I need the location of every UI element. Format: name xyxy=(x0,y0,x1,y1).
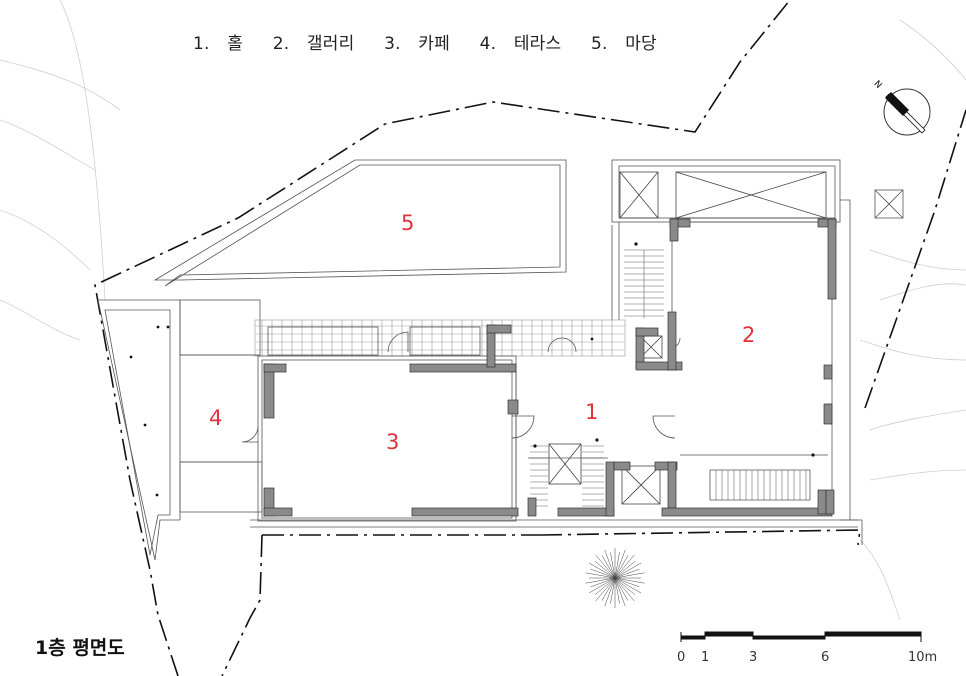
scale-tick-0: 0 xyxy=(677,650,686,665)
scale-bar xyxy=(680,631,922,642)
scale-tick-10: 10m xyxy=(908,650,938,665)
legend-item-terrace: 4. 테라스 xyxy=(479,34,562,54)
site-outlines xyxy=(97,159,904,561)
paved-band xyxy=(254,319,626,357)
terrain-contours xyxy=(0,0,966,621)
room-number-yard: 5 xyxy=(401,211,415,235)
tree-symbol xyxy=(585,548,645,608)
walls xyxy=(263,218,837,517)
room-number-hall: 1 xyxy=(585,400,599,424)
legend-item-yard: 5. 마당 xyxy=(590,34,657,54)
room-number-cafe: 3 xyxy=(386,430,400,454)
scale-tick-1: 1 xyxy=(701,650,710,665)
scale-tick-6: 6 xyxy=(821,650,830,665)
markers xyxy=(129,242,815,497)
plan-title: 1층 평면도 xyxy=(35,637,125,659)
void-openings xyxy=(548,171,827,505)
legend-item-gallery: 2. 갤러리 xyxy=(272,34,355,54)
legend-item-hall: 1. 홀 xyxy=(193,34,244,54)
door-swings xyxy=(241,331,681,443)
property-boundary xyxy=(94,0,966,676)
room-number-terrace: 4 xyxy=(209,406,223,430)
scale-tick-3: 3 xyxy=(749,650,758,665)
room-number-gallery: 2 xyxy=(742,323,756,347)
room-legend: 1. 홀 2. 갤러리 3. 카페 4. 테라스 5. 마당 xyxy=(193,29,681,54)
legend-item-cafe: 3. 카페 xyxy=(384,34,450,54)
north-arrow xyxy=(883,88,931,136)
